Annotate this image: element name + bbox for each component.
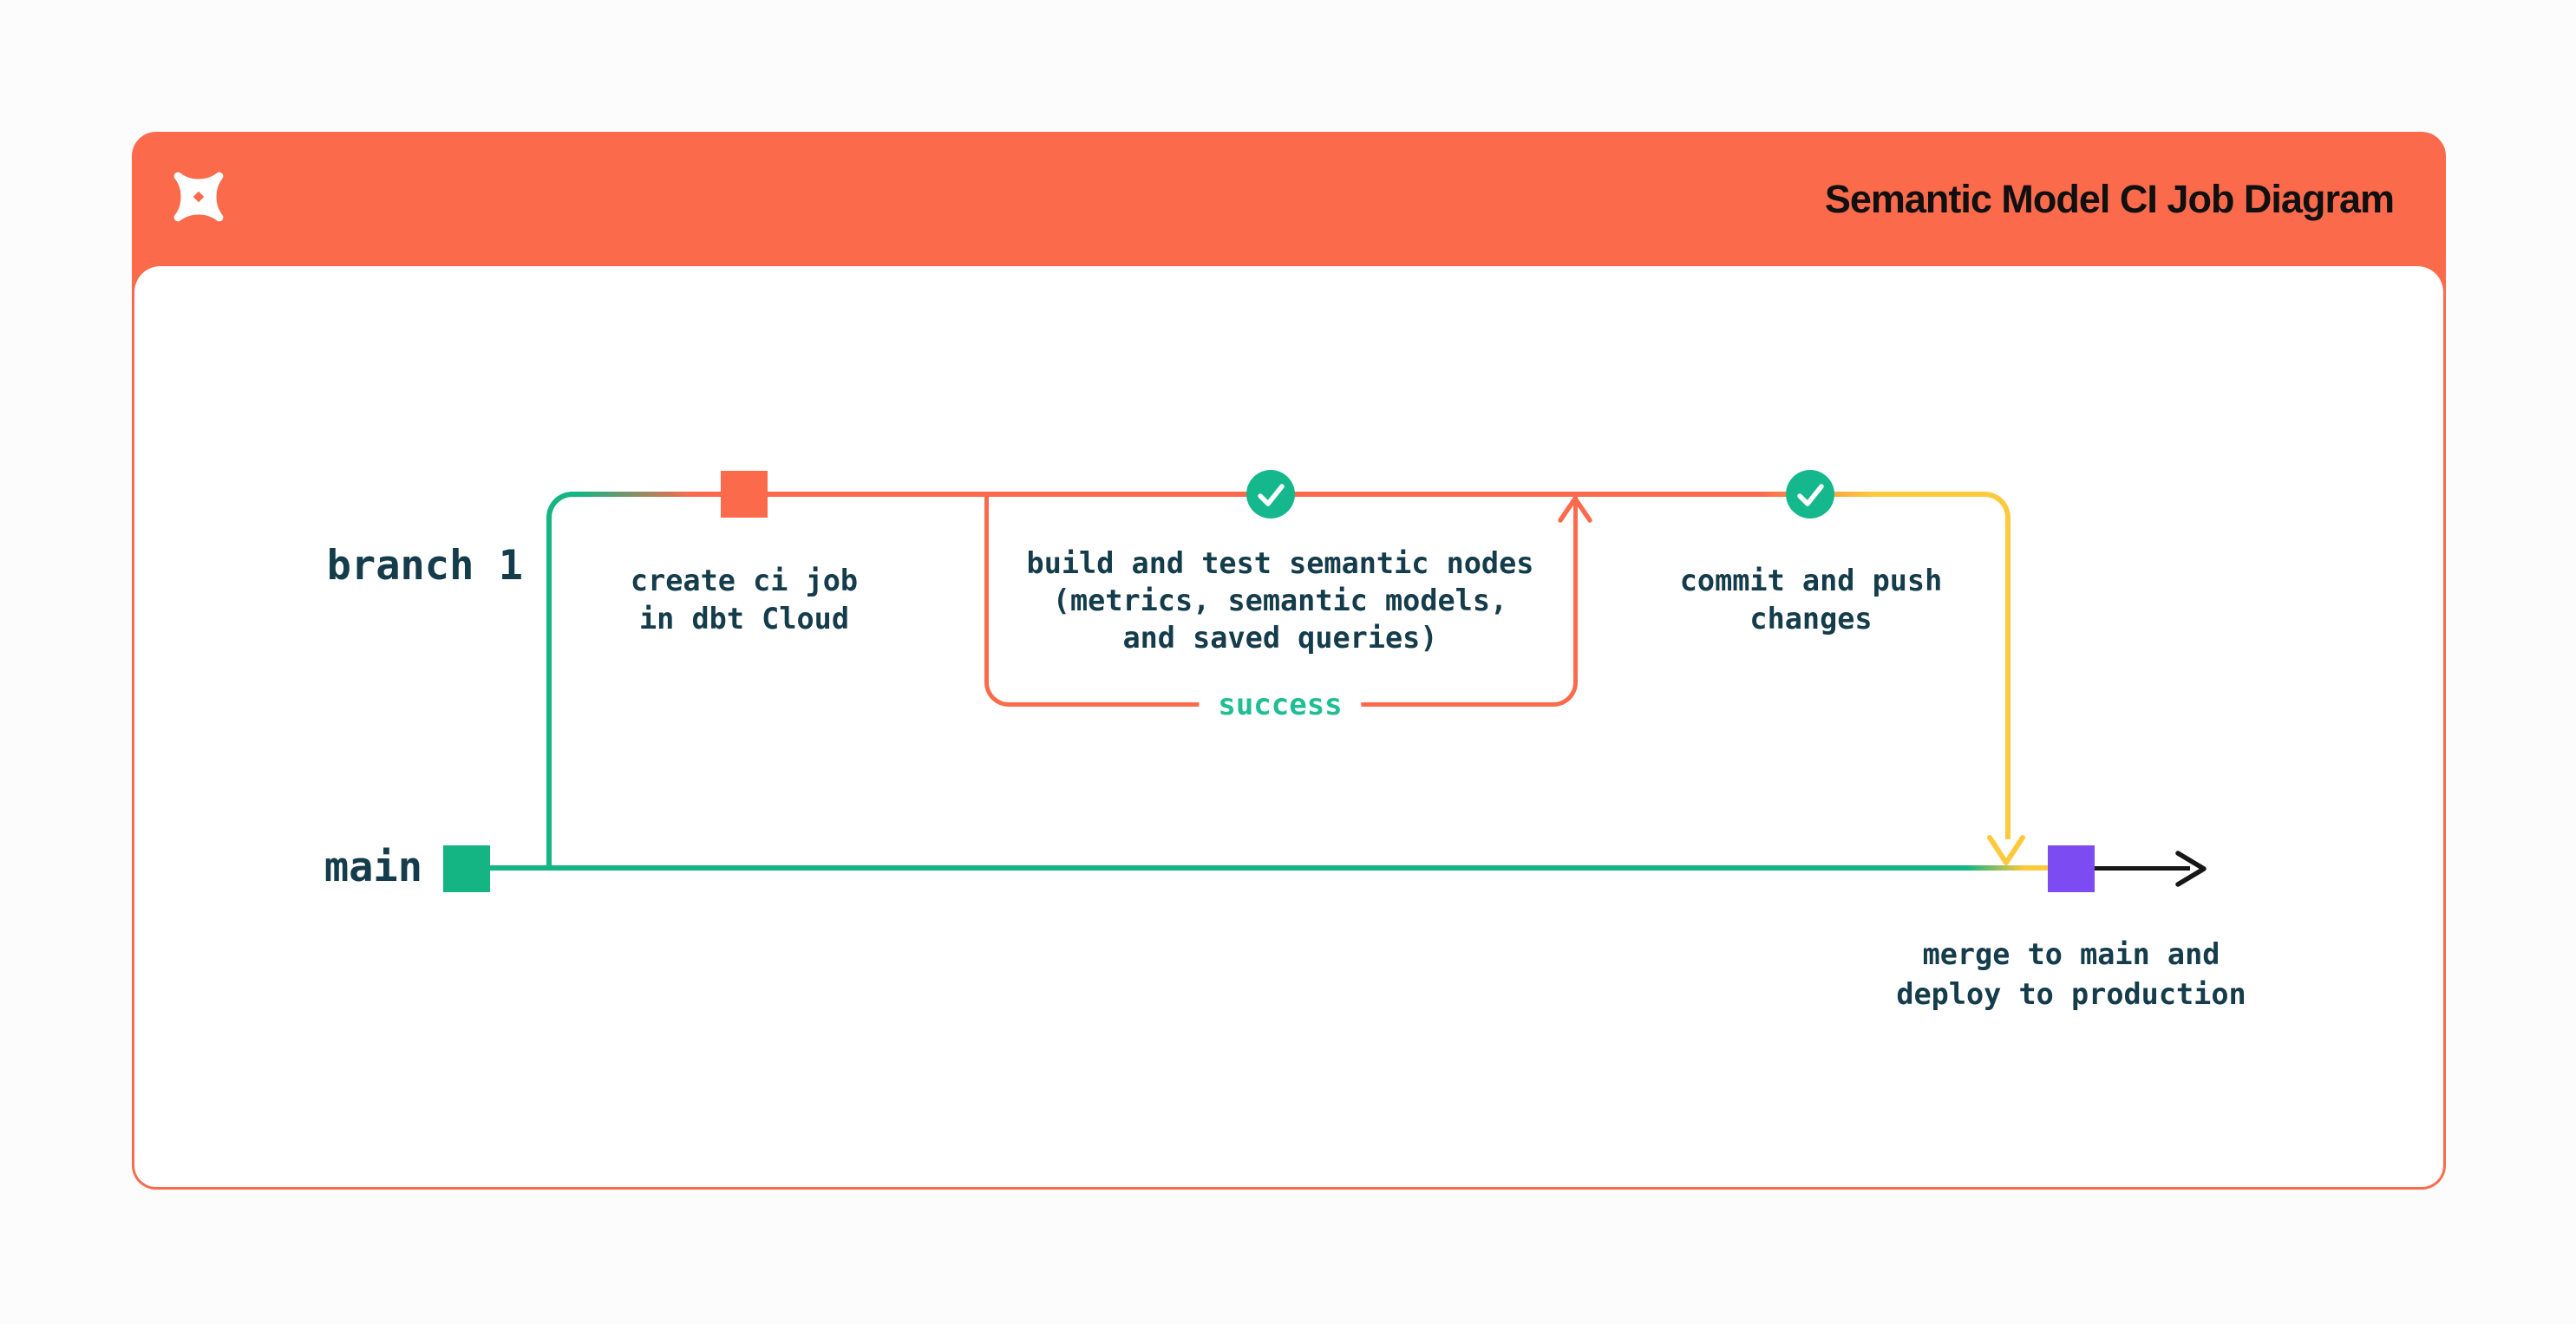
success-loop-arrow-up-icon [1558,496,1592,523]
page-title: Semantic Model CI Job Diagram [1824,177,2395,221]
branch1-vertical-line [546,527,552,871]
label-line: build and test semantic nodes [1026,546,1534,580]
main-branch-label: main [324,844,422,891]
build-check-circle [1246,470,1295,519]
label-line: and saved queries) [1122,621,1438,655]
branch1-label: branch 1 [326,542,523,590]
merge-corner [1974,492,2010,528]
branch1-fork-corner [546,492,586,532]
commit-check-circle [1786,470,1834,519]
diagram-card: Semantic Model CI Job Diagram [132,132,2446,1190]
main-branch-line [490,865,2048,871]
check-icon [1797,484,1824,506]
merge-and-deploy-label: merge to main and deploy to production [1896,935,2246,1014]
main-continue-line [2095,866,2190,871]
main-arrow-right-icon [2175,851,2207,887]
commit-and-push-label: commit and push changes [1680,562,1943,638]
label-line: create ci job [630,564,859,597]
merge-vertical-line [2005,524,2010,839]
label-line: changes [1749,602,1873,636]
label-line: (metrics, semantic models, [1052,584,1508,617]
card-header: Semantic Model CI Job Diagram [132,132,2446,266]
label-line: deploy to production [1896,977,2246,1011]
merge-arrow-down-icon [1987,835,2025,865]
build-and-test-label: build and test semantic nodes (metrics, … [1027,545,1534,656]
check-icon [1258,484,1285,506]
label-line: in dbt Cloud [638,602,850,636]
label-line: merge to main and [1922,937,2220,971]
main-commit-square [443,845,490,892]
card-body [134,266,2443,1187]
dbt-logo-icon [173,172,224,222]
label-line: commit and push [1679,564,1943,597]
create-ci-commit-square [721,471,768,518]
create-ci-job-label: create ci job in dbt Cloud [631,562,858,638]
success-label: success [1199,686,1362,724]
merge-commit-square [2048,845,2095,892]
